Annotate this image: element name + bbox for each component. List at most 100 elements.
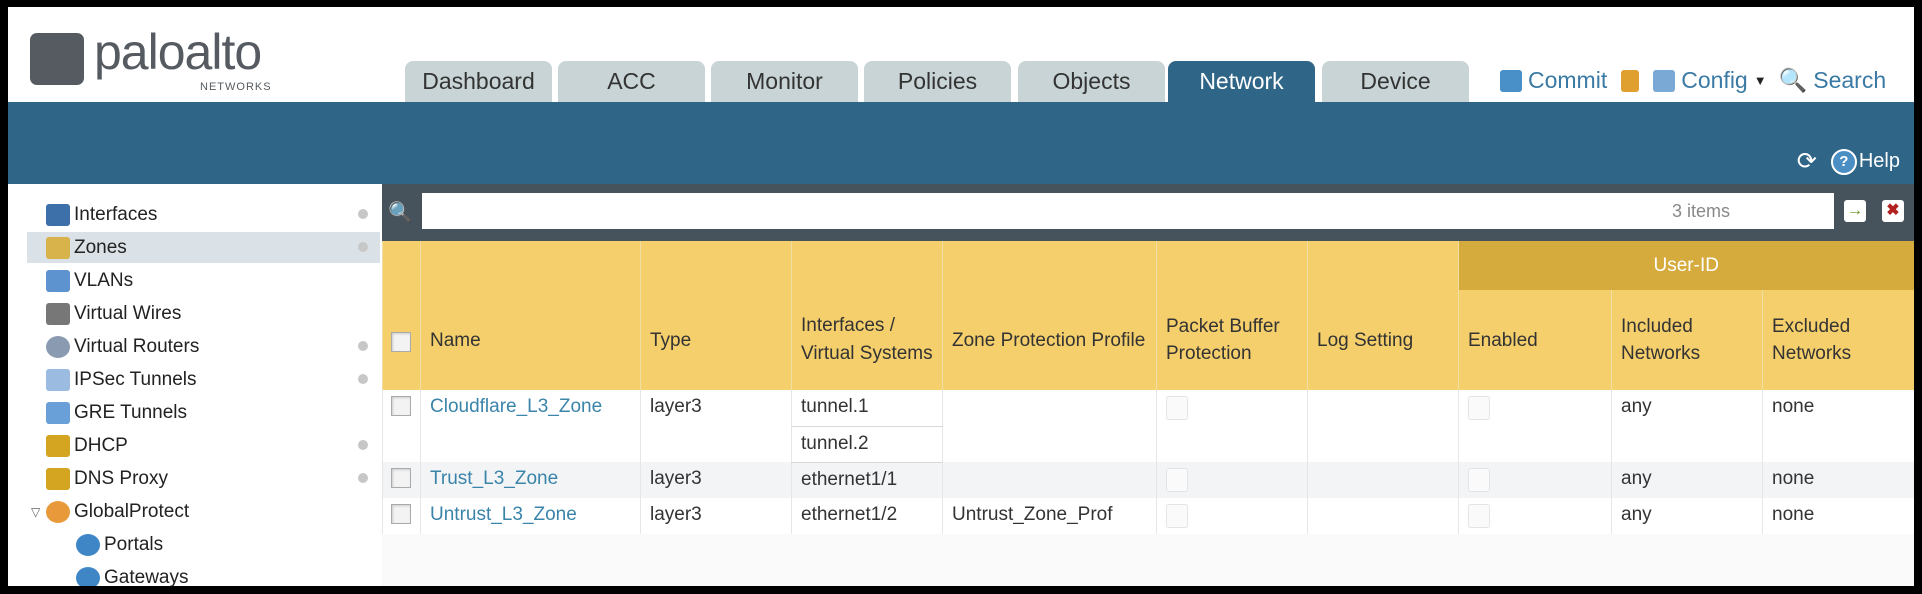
gateways-icon [76,566,100,586]
zone-name-link[interactable]: Trust_L3_Zone [430,468,559,489]
sidebar-item-dhcp[interactable]: DHCP [27,430,380,461]
enabled-cell [1458,390,1612,462]
sidebar-item-interfaces[interactable]: Interfaces [27,199,380,230]
help-label: Help [1858,150,1900,172]
pbp-cell [1156,498,1308,534]
tab-dashboard[interactable]: Dashboard [405,61,552,102]
enabled-checkbox [1468,504,1490,528]
zpp-cell [942,390,1157,462]
expand-triangle-icon[interactable]: ▽ [31,504,41,519]
table-row[interactable]: Trust_L3_Zone layer3 ethernet1/1 any non… [382,462,1914,498]
table-row[interactable]: Cloudflare_L3_Zone layer3 tunnel.1 any n… [382,390,1914,462]
app-window: paloalto NETWORKS Dashboard ACC Monitor … [8,7,1914,586]
tab-objects[interactable]: Objects [1018,61,1165,102]
help-icon: ? [1830,148,1857,175]
log-cell [1307,498,1459,534]
col-included-networks[interactable]: Included Networks [1611,290,1763,390]
status-dot [358,242,368,252]
dhcp-icon [46,434,70,457]
dns-proxy-icon [46,467,70,490]
commit-button[interactable]: Commit [1528,67,1608,93]
zone-name-link[interactable]: Untrust_L3_Zone [430,504,577,525]
sidebar-item-label: GRE Tunnels [74,401,187,423]
table-row[interactable]: Untrust_L3_Zone layer3 ethernet1/2 Untru… [382,498,1914,534]
select-all-cell [382,241,421,390]
tab-monitor[interactable]: Monitor [711,61,858,102]
sidebar-item-label: GlobalProtect [74,500,190,522]
row-select-cell [382,390,421,462]
search-icon: 🔍 [388,202,413,224]
col-enabled[interactable]: Enabled [1458,290,1612,390]
interface-cell: ethernet1/1 [791,462,943,498]
search-link[interactable]: Search [1813,67,1887,93]
pbp-checkbox [1166,396,1188,420]
excluded-cell: none [1762,498,1914,534]
sidebar-item-label: Interfaces [74,203,158,225]
zone-name-link[interactable]: Cloudflare_L3_Zone [430,396,603,417]
apply-filter-button[interactable]: → [1844,200,1866,222]
sidebar-item-label: IPSec Tunnels [74,368,197,390]
log-cell [1307,390,1459,462]
sidebar-item-portals[interactable]: Portals [27,529,380,560]
tab-network[interactable]: Network [1168,61,1315,102]
interface-cell: tunnel.1 [791,390,943,427]
col-interfaces[interactable]: Interfaces / Virtual Systems [791,241,943,390]
status-dot [358,440,368,450]
chevron-down-icon[interactable]: ▼ [1753,73,1767,88]
sidebar-item-gre-tunnels[interactable]: GRE Tunnels [27,397,380,428]
sidebar-item-zones[interactable]: Zones [27,232,380,263]
sidebar-item-virtual-wires[interactable]: Virtual Wires [27,298,380,329]
col-excluded-networks[interactable]: Excluded Networks [1762,290,1914,390]
globalprotect-icon [46,500,70,523]
sidebar-item-ipsec-tunnels[interactable]: IPSec Tunnels [27,364,380,395]
logo-subtext: NETWORKS [200,81,272,93]
filter-input[interactable] [422,193,1834,229]
col-type[interactable]: Type [640,241,792,390]
logo-mark-icon [30,33,84,85]
sidebar-item-label: VLANs [74,269,134,291]
zpp-cell: Untrust_Zone_Prof [942,498,1157,534]
col-name[interactable]: Name [420,241,641,390]
search-icon: 🔍 [1778,67,1808,93]
tab-policies[interactable]: Policies [864,61,1011,102]
config-icon [1653,69,1676,92]
vlans-icon [46,269,70,292]
status-dot [358,374,368,384]
sidebar: Interfaces Zones VLANs Virtual Wires Vir… [27,184,380,586]
ipsec-icon [46,368,70,391]
excluded-cell: none [1762,390,1914,462]
col-zone-protection-profile[interactable]: Zone Protection Profile [942,241,1157,390]
tab-device[interactable]: Device [1322,61,1469,102]
tab-acc[interactable]: ACC [558,61,705,102]
paloalto-logo: paloalto NETWORKS [30,24,300,97]
select-all-checkbox[interactable] [391,331,411,352]
status-dot [358,209,368,219]
sidebar-item-dns-proxy[interactable]: DNS Proxy [27,463,380,494]
type-cell: layer3 [640,390,792,462]
row-checkbox[interactable] [391,504,411,524]
sidebar-item-globalprotect[interactable]: ▽ GlobalProtect [27,496,380,527]
col-packet-buffer-protection[interactable]: Packet Buffer Protection [1156,241,1308,390]
clear-filter-button[interactable]: ✖ [1882,200,1904,222]
sidebar-item-label: DHCP [74,434,128,456]
refresh-icon[interactable]: ⟳ [1796,148,1817,175]
header-tools: Commit Config ▼ 🔍 Search [1500,67,1886,94]
status-dot [358,473,368,483]
sidebar-item-vlans[interactable]: VLANs [27,265,380,296]
logo-text: paloalto [94,24,262,80]
pbp-cell [1156,462,1308,498]
lock-icon[interactable] [1621,69,1640,92]
row-checkbox[interactable] [391,468,411,488]
help-button[interactable]: ? Help [1830,148,1900,175]
sidebar-item-label: Zones [74,236,127,258]
sidebar-item-virtual-routers[interactable]: Virtual Routers [27,331,380,362]
col-log-setting[interactable]: Log Setting [1307,241,1459,390]
config-menu[interactable]: Config [1681,67,1748,93]
log-cell [1307,462,1459,498]
sidebar-item-gateways[interactable]: Gateways [27,562,380,586]
row-checkbox[interactable] [391,396,411,416]
sidebar-item-label: Portals [104,533,164,555]
sidebar-item-label: Virtual Wires [74,302,182,324]
gre-icon [46,401,70,424]
type-cell: layer3 [640,462,792,498]
